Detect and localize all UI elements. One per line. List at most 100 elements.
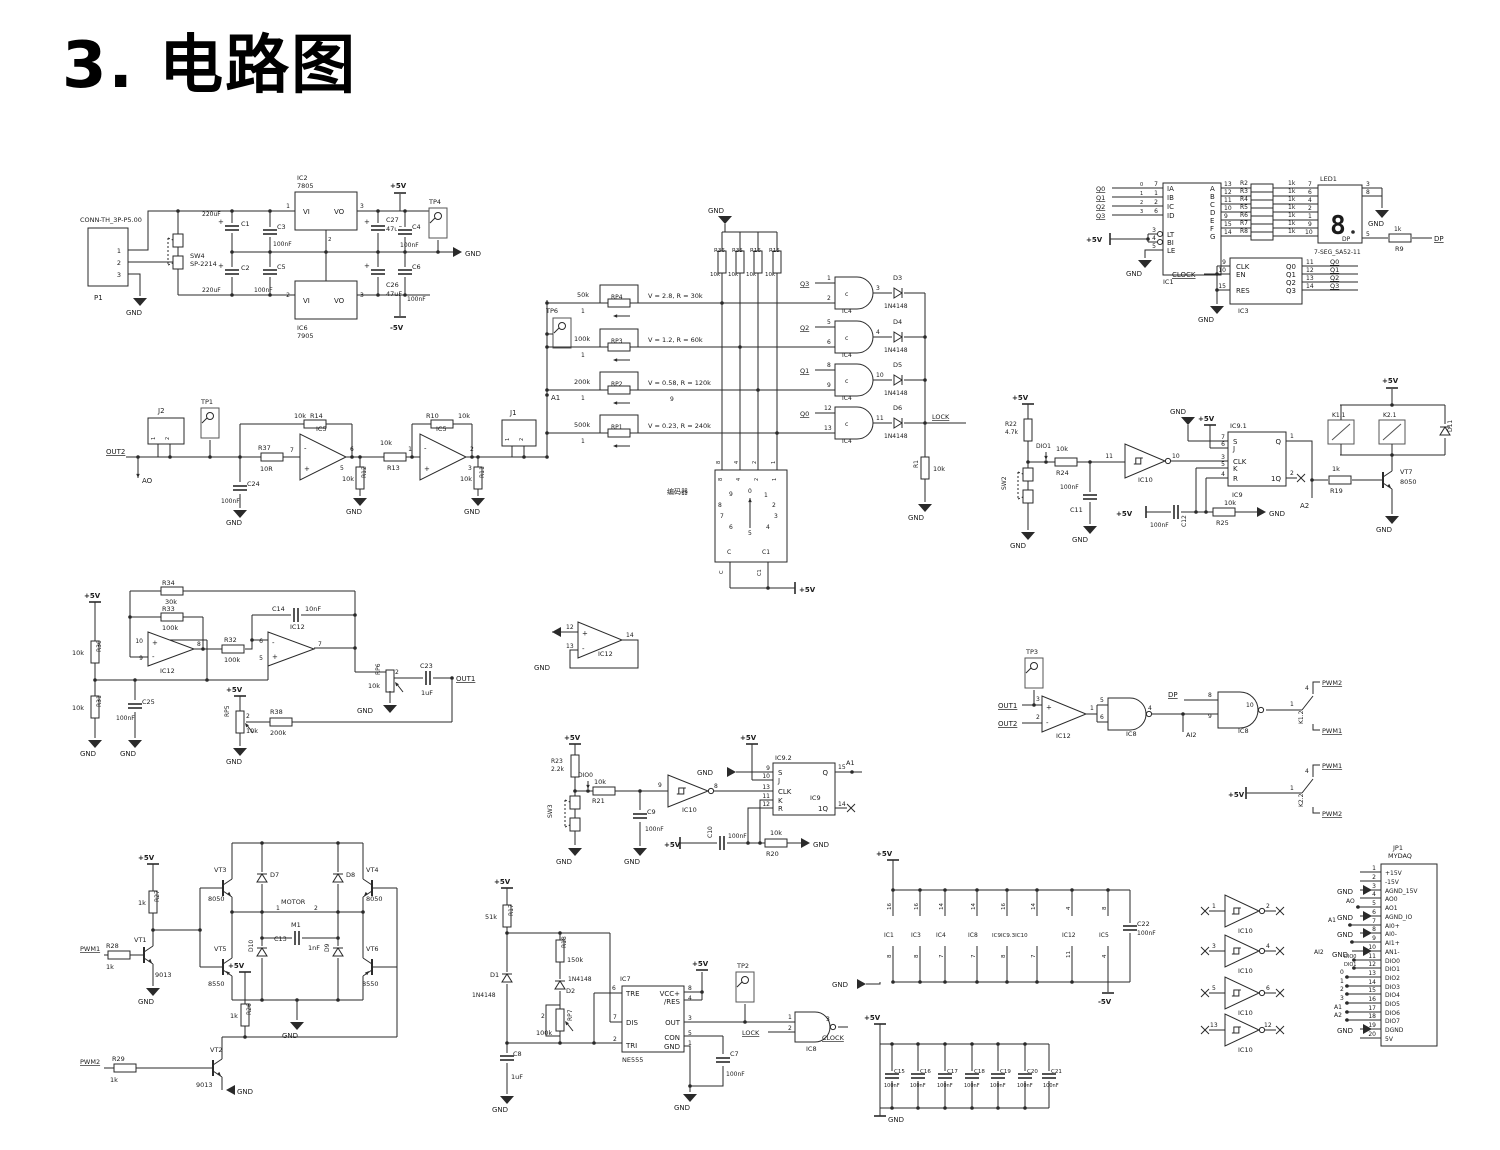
no-connect-x bbox=[1275, 988, 1285, 998]
label: E bbox=[1210, 217, 1214, 225]
label: 3 bbox=[1372, 883, 1376, 890]
label: 5 bbox=[1100, 697, 1104, 704]
label: 11 bbox=[1105, 453, 1113, 460]
label: 9 bbox=[1372, 935, 1376, 942]
label: C22 bbox=[1137, 920, 1150, 928]
label: DIO4 bbox=[1385, 992, 1400, 999]
label: A1 bbox=[1328, 917, 1336, 924]
label: OUT1 bbox=[998, 702, 1017, 710]
label: DIS bbox=[626, 1019, 638, 1027]
label: GND bbox=[226, 519, 242, 527]
diode bbox=[1439, 426, 1451, 436]
label: TRE bbox=[625, 990, 640, 998]
svg-text:+: + bbox=[218, 218, 224, 226]
junction-dot bbox=[996, 1106, 1000, 1110]
wire bbox=[128, 210, 295, 251]
label: 4 bbox=[1102, 954, 1108, 958]
junction-dot bbox=[336, 841, 340, 845]
label: 3 bbox=[1221, 454, 1225, 461]
label: 10k bbox=[342, 475, 354, 483]
label: 7 bbox=[1308, 181, 1312, 188]
label: VT6 bbox=[366, 945, 379, 953]
potentiometer bbox=[607, 385, 631, 395]
label: 10k bbox=[710, 272, 721, 278]
label: 4 bbox=[1152, 235, 1156, 242]
label: Q3 bbox=[800, 280, 809, 288]
resistor bbox=[570, 754, 580, 778]
label: 100nF bbox=[116, 715, 135, 722]
connector-j2 bbox=[147, 417, 185, 445]
label: V = 0.58, R = 120k bbox=[648, 379, 711, 387]
label: RP5 bbox=[224, 705, 231, 717]
label: 3 bbox=[468, 465, 472, 472]
label: C5 bbox=[277, 263, 286, 271]
no-connect-x bbox=[1200, 1025, 1210, 1035]
label: GND bbox=[888, 1116, 904, 1124]
label: 12 bbox=[1224, 189, 1232, 196]
label: GND bbox=[138, 998, 154, 1006]
label: -5V bbox=[390, 324, 404, 332]
resistor bbox=[430, 419, 454, 429]
label: 100nF bbox=[1017, 1083, 1033, 1089]
wire bbox=[866, 982, 881, 985]
label: 100nF bbox=[1137, 930, 1156, 937]
label: GND bbox=[1170, 408, 1186, 416]
label: c bbox=[845, 421, 848, 428]
junction-dot bbox=[1035, 888, 1039, 892]
gnd-symbol bbox=[1375, 210, 1389, 218]
label: PWM1 bbox=[1322, 762, 1342, 770]
label: 10 bbox=[1224, 205, 1232, 212]
label: VI bbox=[303, 208, 310, 216]
label: K2.2 bbox=[1298, 793, 1305, 807]
logic-gate bbox=[834, 363, 874, 397]
label: R35 bbox=[732, 248, 743, 254]
label: R20 bbox=[766, 850, 779, 858]
junction-dot bbox=[403, 293, 407, 297]
label: 50k bbox=[577, 291, 589, 299]
label: 1 bbox=[1290, 433, 1294, 440]
label: D1 bbox=[490, 971, 499, 979]
resistor bbox=[592, 786, 616, 796]
svg-text:+: + bbox=[272, 653, 278, 661]
label: 5 bbox=[340, 465, 344, 472]
label: 1Q bbox=[818, 805, 828, 813]
arrow bbox=[136, 473, 140, 478]
label: C20 bbox=[1027, 1069, 1038, 1075]
label: 5V bbox=[1385, 1036, 1394, 1043]
gnd-symbol bbox=[1021, 532, 1035, 540]
junction-dot bbox=[1345, 992, 1349, 996]
label: 2 bbox=[1266, 903, 1270, 910]
gnd-symbol bbox=[718, 216, 732, 224]
label: 10 bbox=[762, 773, 770, 780]
label: AI0+ bbox=[1385, 923, 1400, 930]
label: D4 bbox=[893, 318, 902, 326]
label: 1 bbox=[1340, 978, 1344, 985]
label: J bbox=[777, 777, 780, 785]
label: R24 bbox=[1056, 469, 1069, 477]
label: C21 bbox=[1051, 1069, 1062, 1075]
label: 1uF bbox=[421, 689, 433, 697]
resistor bbox=[1250, 183, 1274, 193]
label: 2 bbox=[470, 446, 474, 453]
label: 1 bbox=[1212, 903, 1216, 910]
resistor bbox=[1250, 191, 1274, 201]
label: R27 bbox=[154, 890, 161, 902]
label: 12 bbox=[1264, 1022, 1272, 1029]
label: 1 bbox=[771, 461, 777, 464]
label: VO bbox=[334, 208, 345, 216]
label: VT5 bbox=[214, 945, 227, 953]
label: S bbox=[1233, 438, 1238, 446]
label: 1N4148 bbox=[884, 303, 908, 310]
wire bbox=[599, 414, 639, 433]
label: 1 bbox=[764, 492, 768, 499]
junction-dot bbox=[295, 998, 299, 1002]
junction-dot bbox=[1023, 1106, 1027, 1110]
resistor bbox=[355, 466, 365, 490]
junction-dot bbox=[943, 1042, 947, 1046]
label: 5 bbox=[1366, 231, 1370, 238]
label: C17 bbox=[947, 1069, 958, 1075]
label: DGND bbox=[1385, 1027, 1404, 1034]
junction-dot bbox=[996, 1042, 1000, 1046]
label: 3 bbox=[826, 1016, 830, 1023]
label: 1 bbox=[581, 395, 585, 402]
